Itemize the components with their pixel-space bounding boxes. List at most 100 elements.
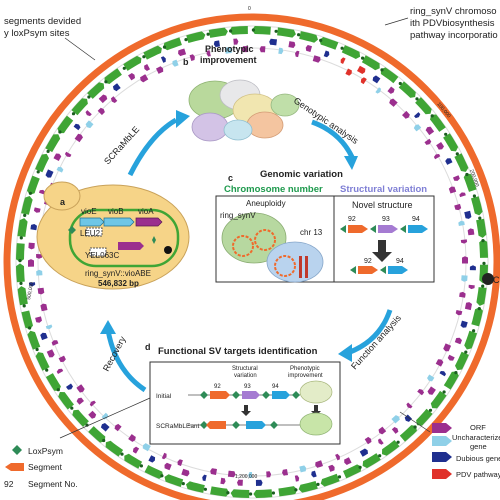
gene-feature xyxy=(114,423,122,432)
strain-size: 546,832 bp xyxy=(98,279,139,288)
gene-feature xyxy=(132,446,140,454)
legend-loxpsym-label: LoxPsym xyxy=(28,446,63,456)
legend-uncharacterized-label-2: gene xyxy=(470,442,487,451)
gene-feature xyxy=(202,474,207,482)
gene-feature xyxy=(295,50,300,58)
ring-synv-copy-3 xyxy=(274,255,296,277)
segment-arc xyxy=(144,465,164,479)
loxpsym-site xyxy=(28,191,32,195)
legend-uncharacterized-label-1: Uncharacterized xyxy=(452,433,500,442)
loxpsym-site xyxy=(464,350,468,354)
gene-feature xyxy=(417,389,425,396)
loxpsym-site xyxy=(56,388,60,392)
cycle-label-genotypic: Genotypic analysis xyxy=(292,95,361,146)
segment-arc xyxy=(35,153,49,173)
segment-arc xyxy=(104,68,122,84)
gene-feature xyxy=(282,469,288,476)
segment-arc xyxy=(163,37,182,51)
yeast-cluster xyxy=(188,79,300,142)
gene-label-vioe: vioE xyxy=(81,207,97,216)
gene-feature xyxy=(73,123,81,131)
loxpsym-site xyxy=(430,114,434,118)
gene-feature xyxy=(323,50,330,58)
arrow-genotypic-head xyxy=(344,156,358,170)
loxpsym-site xyxy=(472,329,476,333)
gene-feature xyxy=(391,415,400,424)
construct-loxpsym xyxy=(152,236,156,244)
segment-arc xyxy=(230,489,250,498)
gene-feature xyxy=(364,436,372,445)
corner-leader-right xyxy=(384,17,409,26)
loxpsym-site xyxy=(28,326,32,330)
segment-arc xyxy=(21,196,33,215)
gene-feature xyxy=(357,65,366,74)
gene-feature xyxy=(142,443,151,452)
gene-feature xyxy=(56,166,64,173)
gene-feature xyxy=(97,107,105,116)
segment-arc xyxy=(17,286,28,306)
segment-arc xyxy=(319,37,339,50)
loxpsym-site xyxy=(19,236,23,240)
arrow-genotypic xyxy=(311,119,355,159)
loxpsym-site xyxy=(444,132,448,136)
d-seg-92: 92 xyxy=(214,384,221,390)
segment-track xyxy=(16,26,488,498)
loxpsym-site xyxy=(465,172,469,177)
loxpsym-site xyxy=(380,68,384,72)
gene-feature xyxy=(33,207,41,213)
arrow-scramble xyxy=(127,117,178,177)
ring-guide-outer xyxy=(15,25,489,499)
corner-label-ring: ring_synV chromoso xyxy=(410,6,497,17)
vioa-gene-arrow xyxy=(135,217,163,227)
segment-arc xyxy=(454,153,469,172)
arrow-recovery xyxy=(105,329,147,393)
segment-arc xyxy=(416,408,433,426)
ring-chromosome-a xyxy=(68,208,180,268)
seg-bottom-94: 94 xyxy=(396,258,404,265)
segment-arc xyxy=(479,239,488,258)
gene-feature xyxy=(378,438,384,445)
seg-top-94: 94 xyxy=(412,216,420,223)
chr13-bar-2 xyxy=(305,256,308,278)
loxpsym-site xyxy=(294,488,298,492)
segment-arc xyxy=(298,481,318,493)
gene-feature xyxy=(402,110,410,119)
label-chr13: chr 13 xyxy=(300,228,323,237)
legend-orf-icon xyxy=(432,423,452,433)
gene-feature xyxy=(189,54,195,61)
segment-arc xyxy=(105,440,124,457)
segment-arc xyxy=(476,218,487,238)
loxpsym-site xyxy=(104,80,108,84)
legend-orf-label: ORF xyxy=(470,423,486,432)
gene-feature xyxy=(35,316,42,323)
gene-feature xyxy=(288,41,296,48)
panel-d-letter: d xyxy=(145,342,151,352)
label-novel-structure: Novel structure xyxy=(352,200,413,210)
gene-feature xyxy=(425,126,435,136)
d-yeast-initial xyxy=(299,380,333,404)
gene-feature xyxy=(447,354,455,361)
gene-feature xyxy=(461,275,468,282)
loxpsym-site xyxy=(455,152,459,156)
seg-row-top xyxy=(340,225,428,233)
gene-feature xyxy=(28,242,35,250)
segment-arc xyxy=(253,489,273,498)
legend-dubious-label: Dubious gene xyxy=(456,454,500,463)
gene-feature xyxy=(460,239,468,244)
panel-d-title: Functional SV targets identification xyxy=(158,346,318,357)
segment-arc xyxy=(278,486,298,497)
loxpsym-site xyxy=(271,491,275,495)
segment-arc xyxy=(476,287,487,306)
gene-feature xyxy=(128,434,136,442)
gene-feature xyxy=(128,73,135,81)
legend-segment-label: Segment xyxy=(28,462,63,472)
segment-arc xyxy=(252,26,271,35)
gene-feature xyxy=(312,55,321,63)
gene-feature xyxy=(344,457,352,465)
gene-feature xyxy=(439,371,446,377)
gene-feature xyxy=(140,74,149,83)
loxpsym-site xyxy=(477,307,481,311)
gene-feature xyxy=(101,412,109,420)
gene-feature xyxy=(40,303,48,312)
